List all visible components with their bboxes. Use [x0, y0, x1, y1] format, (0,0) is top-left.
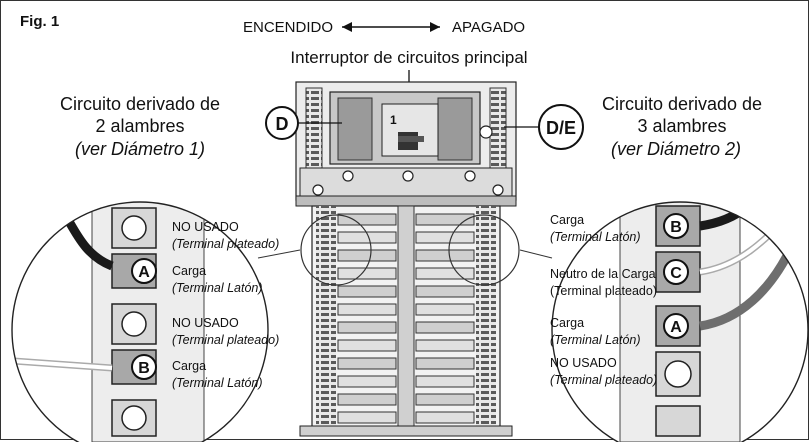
svg-text:B: B: [670, 219, 682, 236]
right-badge-b: B: [663, 213, 689, 239]
branch-breaker: [337, 375, 397, 388]
right-label-4-sub: (Terminal plateado): [550, 373, 657, 387]
right-zoom-detail: B C A: [551, 201, 809, 442]
svg-text:A: A: [138, 264, 150, 281]
right-subtitle: (ver Diámetro 2): [611, 139, 741, 159]
branch-breaker: [415, 285, 475, 298]
left-title-line1: Circuito derivado de: [60, 94, 220, 114]
svg-text:D/E: D/E: [546, 118, 576, 138]
left-label-2-main: Carga: [172, 264, 206, 278]
figure-label: Fig. 1: [20, 13, 59, 30]
callout-de: D/E: [504, 104, 584, 150]
left-title-line2: 2 alambres: [95, 116, 184, 136]
right-title-line1: Circuito derivado de: [602, 94, 762, 114]
load-center-panel: 1: [295, 81, 517, 437]
left-label-4-sub: (Terminal Latón): [172, 376, 263, 390]
right-label-1-main: Carga: [550, 213, 584, 227]
left-zoom-detail: A B: [11, 201, 269, 442]
callout-d: D: [265, 106, 342, 140]
right-label-1-sub: (Terminal Latón): [550, 230, 641, 244]
left-label-4-main: Carga: [172, 359, 206, 373]
left-zoom-leader: [257, 249, 301, 259]
branch-breaker: [415, 213, 475, 226]
right-zoom-leader: [519, 249, 553, 259]
branch-breaker: [415, 375, 475, 388]
left-label-2-sub: (Terminal Latón): [172, 281, 263, 295]
svg-text:A: A: [670, 319, 682, 336]
branch-breaker: [415, 393, 475, 406]
svg-text:B: B: [138, 360, 150, 377]
branch-breaker: [415, 321, 475, 334]
left-label-3-sub: (Terminal plateado): [172, 333, 279, 347]
right-zoom-source: [448, 214, 520, 286]
branch-breaker: [337, 231, 397, 244]
left-label-3-main: NO USADO: [172, 316, 239, 330]
branch-breaker: [415, 249, 475, 262]
right-label-2-sub: (Terminal plateado): [550, 284, 657, 298]
branch-breaker: [337, 321, 397, 334]
branch-breaker: [337, 267, 397, 280]
branch-breaker: [337, 393, 397, 406]
svg-text:D: D: [276, 114, 289, 134]
branch-breaker: [415, 357, 475, 370]
switch-off-label: APAGADO: [452, 19, 525, 36]
right-label-4-main: NO USADO: [550, 356, 617, 370]
branch-breaker: [415, 303, 475, 316]
right-label-3-sub: (Terminal Latón): [550, 333, 641, 347]
branch-breaker: [337, 339, 397, 352]
branch-breaker: [415, 267, 475, 280]
left-zoom-source: [300, 214, 372, 286]
branch-breaker: [337, 285, 397, 298]
branch-breaker: [337, 213, 397, 226]
branch-breaker: [337, 411, 397, 424]
double-arrow-icon: [342, 22, 440, 32]
left-label-1-main: NO USADO: [172, 220, 239, 234]
branch-breaker: [337, 303, 397, 316]
branch-breaker: [337, 357, 397, 370]
branch-breaker: [415, 411, 475, 424]
breaker-digit: 1: [390, 113, 397, 127]
switch-on-label: ENCENDIDO: [243, 19, 333, 36]
left-badge-b: B: [131, 354, 157, 380]
branch-breaker: [415, 231, 475, 244]
right-title-line2: 3 alambres: [637, 116, 726, 136]
left-badge-a: A: [131, 258, 157, 284]
left-subtitle: (ver Diámetro 1): [75, 139, 205, 159]
main-breaker: 1: [329, 91, 481, 165]
right-badge-c: C: [663, 259, 689, 285]
svg-text:C: C: [670, 265, 682, 282]
right-label-3-main: Carga: [550, 316, 584, 330]
branch-breaker: [415, 339, 475, 352]
left-label-1-sub: (Terminal plateado): [172, 237, 279, 251]
branch-breaker: [337, 249, 397, 262]
right-badge-a: A: [663, 313, 689, 339]
right-label-2-main: Neutro de la Carga: [550, 267, 656, 281]
main-breaker-title: Interruptor de circuitos principal: [290, 48, 527, 67]
